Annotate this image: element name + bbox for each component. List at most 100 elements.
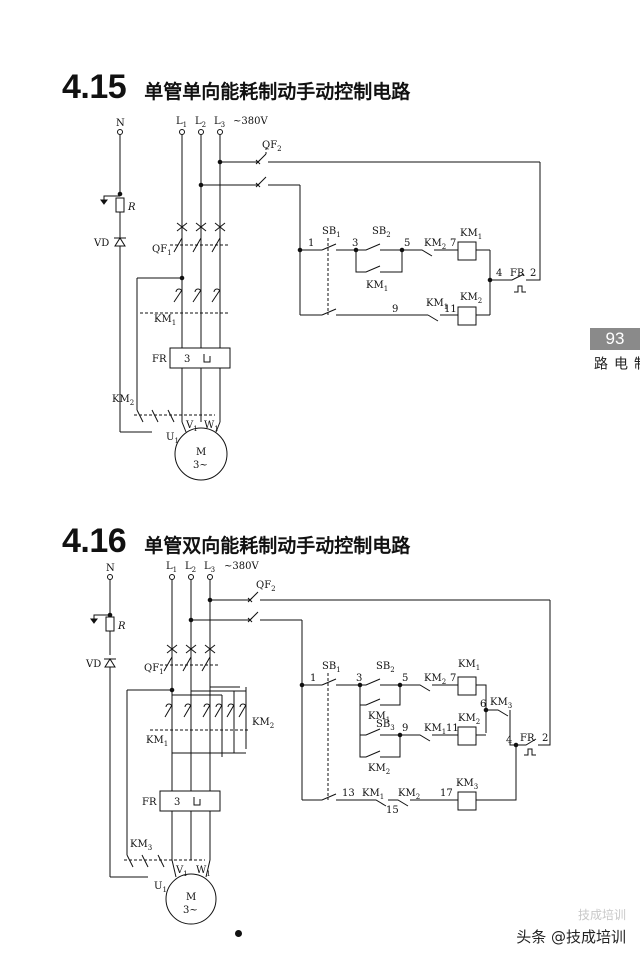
svg-text:SB2: SB2 xyxy=(376,661,395,674)
svg-text:FR: FR xyxy=(520,733,535,744)
svg-text:N: N xyxy=(106,563,115,574)
page-number: 93 xyxy=(590,328,640,350)
control-circuit-4-15 xyxy=(297,162,541,326)
svg-text:KM3: KM3 xyxy=(490,697,512,710)
svg-text:9: 9 xyxy=(402,723,408,734)
terminal-l1 xyxy=(169,574,175,580)
svg-text:5: 5 xyxy=(404,238,410,249)
svg-text:KM1: KM1 xyxy=(154,314,176,327)
svg-text:QF1: QF1 xyxy=(152,244,172,257)
svg-text:4: 4 xyxy=(506,735,512,746)
svg-text:SB1: SB1 xyxy=(322,661,341,674)
circuit-diagram-4-15: N L1 L2 L3 ~380V QF2 QF1 KM1 FR 3 R VD xyxy=(93,116,541,481)
svg-text:M: M xyxy=(186,892,196,903)
control-labels-4-15: 1 SB1 3 SB2 5 KM2 7 KM1 KM1 4 FR 2 9 KM1… xyxy=(308,226,536,315)
svg-text:5: 5 xyxy=(402,673,408,684)
motor-labels: U1 V1 W1 M 3~ xyxy=(166,420,219,471)
svg-text:KM1: KM1 xyxy=(362,788,384,801)
svg-text:2: 2 xyxy=(542,733,548,744)
chapter-title: 第 4 章 电 动 机 制 动 控 制 电 路 xyxy=(590,356,640,372)
svg-text:3~: 3~ xyxy=(193,460,208,471)
supply-labels: N L1 L2 L3 ~380V xyxy=(116,116,268,129)
terminal-l3 xyxy=(207,574,213,580)
watermark: 技成培训 头条 @技成培训 xyxy=(516,908,626,947)
svg-text:U1: U1 xyxy=(154,881,167,894)
svg-text:KM1: KM1 xyxy=(458,659,480,672)
svg-text:VD: VD xyxy=(93,238,109,249)
watermark-faint: 技成培训 xyxy=(577,908,626,922)
svg-text:KM2: KM2 xyxy=(458,713,480,726)
svg-text:KM1: KM1 xyxy=(426,298,448,311)
section-heading: 单管双向能耗制动手动控制电路 xyxy=(144,535,411,557)
svg-text:FR: FR xyxy=(152,354,167,365)
qf2-label: QF2 xyxy=(262,140,282,153)
svg-text:KM3: KM3 xyxy=(130,839,152,852)
svg-text:KM1: KM1 xyxy=(424,723,446,736)
svg-text:SB1: SB1 xyxy=(322,226,341,239)
svg-text:11: 11 xyxy=(446,723,459,734)
svg-text:KM2: KM2 xyxy=(368,763,390,776)
chapter-char: 制 xyxy=(632,356,640,372)
svg-text:KM2: KM2 xyxy=(424,238,446,251)
svg-text:L1: L1 xyxy=(166,561,177,574)
watermark-text: 头条 @技成培训 xyxy=(516,928,626,946)
svg-text:1: 1 xyxy=(308,238,314,249)
svg-text:W1: W1 xyxy=(196,865,211,878)
chapter-tab: 93 第 4 章 电 动 机 制 动 控 制 电 路 xyxy=(590,328,640,372)
svg-text:QF2: QF2 xyxy=(262,140,282,153)
svg-text:KM2: KM2 xyxy=(112,394,134,407)
svg-text:L2: L2 xyxy=(185,561,196,574)
svg-text:FR: FR xyxy=(510,268,525,279)
svg-text:3: 3 xyxy=(352,238,358,249)
section-number: 4.15 xyxy=(62,68,127,106)
section-title-4-15: 4.15 单管单向能耗制动手动控制电路 xyxy=(62,68,410,108)
svg-text:N: N xyxy=(116,118,125,129)
svg-text:SB3: SB3 xyxy=(376,719,395,732)
circuit-diagram-4-16: N L1 L2 L3 ~380V QF2 QF1 KM1 KM2 FR 3 xyxy=(85,561,551,925)
chapter-char: 路 xyxy=(592,356,608,372)
svg-text:KM1: KM1 xyxy=(460,228,482,241)
svg-text:KM2: KM2 xyxy=(398,788,420,801)
svg-text:V1: V1 xyxy=(185,420,198,433)
svg-text:L3: L3 xyxy=(204,561,215,574)
svg-text:3: 3 xyxy=(184,354,190,365)
svg-text:~380V: ~380V xyxy=(233,116,268,127)
svg-text:L2: L2 xyxy=(195,116,206,129)
svg-text:R: R xyxy=(127,202,136,213)
motor-symbol xyxy=(174,427,228,481)
svg-text:6: 6 xyxy=(480,699,486,710)
svg-text:KM2: KM2 xyxy=(424,673,446,686)
svg-text:3~: 3~ xyxy=(183,905,198,916)
svg-text:2: 2 xyxy=(530,268,536,279)
svg-text:SB2: SB2 xyxy=(372,226,391,239)
svg-text:3: 3 xyxy=(174,797,180,808)
svg-text:~380V: ~380V xyxy=(224,561,259,572)
section-title-4-16: 4.16 单管双向能耗制动手动控制电路 xyxy=(62,522,410,562)
terminal-l2 xyxy=(188,574,194,580)
terminal-n xyxy=(107,574,113,580)
qf1-x-marks xyxy=(166,644,216,654)
terminal-n xyxy=(117,129,123,135)
control-labels-4-16: 1 SB1 3 SB2 5 KM2 7 KM1 KM1 SB3 9 KM1 11… xyxy=(310,659,548,816)
svg-text:L3: L3 xyxy=(214,116,225,129)
svg-text:9: 9 xyxy=(392,304,398,315)
svg-text:QF2: QF2 xyxy=(256,580,276,593)
svg-text:V1: V1 xyxy=(175,865,188,878)
svg-text:FR: FR xyxy=(142,797,157,808)
svg-text:QF1: QF1 xyxy=(144,663,164,676)
page-dot xyxy=(235,930,242,937)
svg-text:KM1: KM1 xyxy=(366,280,388,293)
terminal-l2 xyxy=(198,129,204,135)
svg-text:L1: L1 xyxy=(176,116,187,129)
chapter-char: 电 xyxy=(612,356,628,372)
svg-text:17: 17 xyxy=(440,788,453,799)
svg-text:KM3: KM3 xyxy=(456,778,478,791)
supply-labels: N L1 L2 L3 ~380V xyxy=(106,561,259,574)
svg-text:W1: W1 xyxy=(204,420,219,433)
svg-text:R: R xyxy=(117,621,126,632)
svg-text:7: 7 xyxy=(450,238,456,249)
terminal-l3 xyxy=(217,129,223,135)
svg-text:7: 7 xyxy=(450,673,456,684)
svg-text:U1: U1 xyxy=(166,432,179,445)
svg-text:13: 13 xyxy=(342,788,355,799)
